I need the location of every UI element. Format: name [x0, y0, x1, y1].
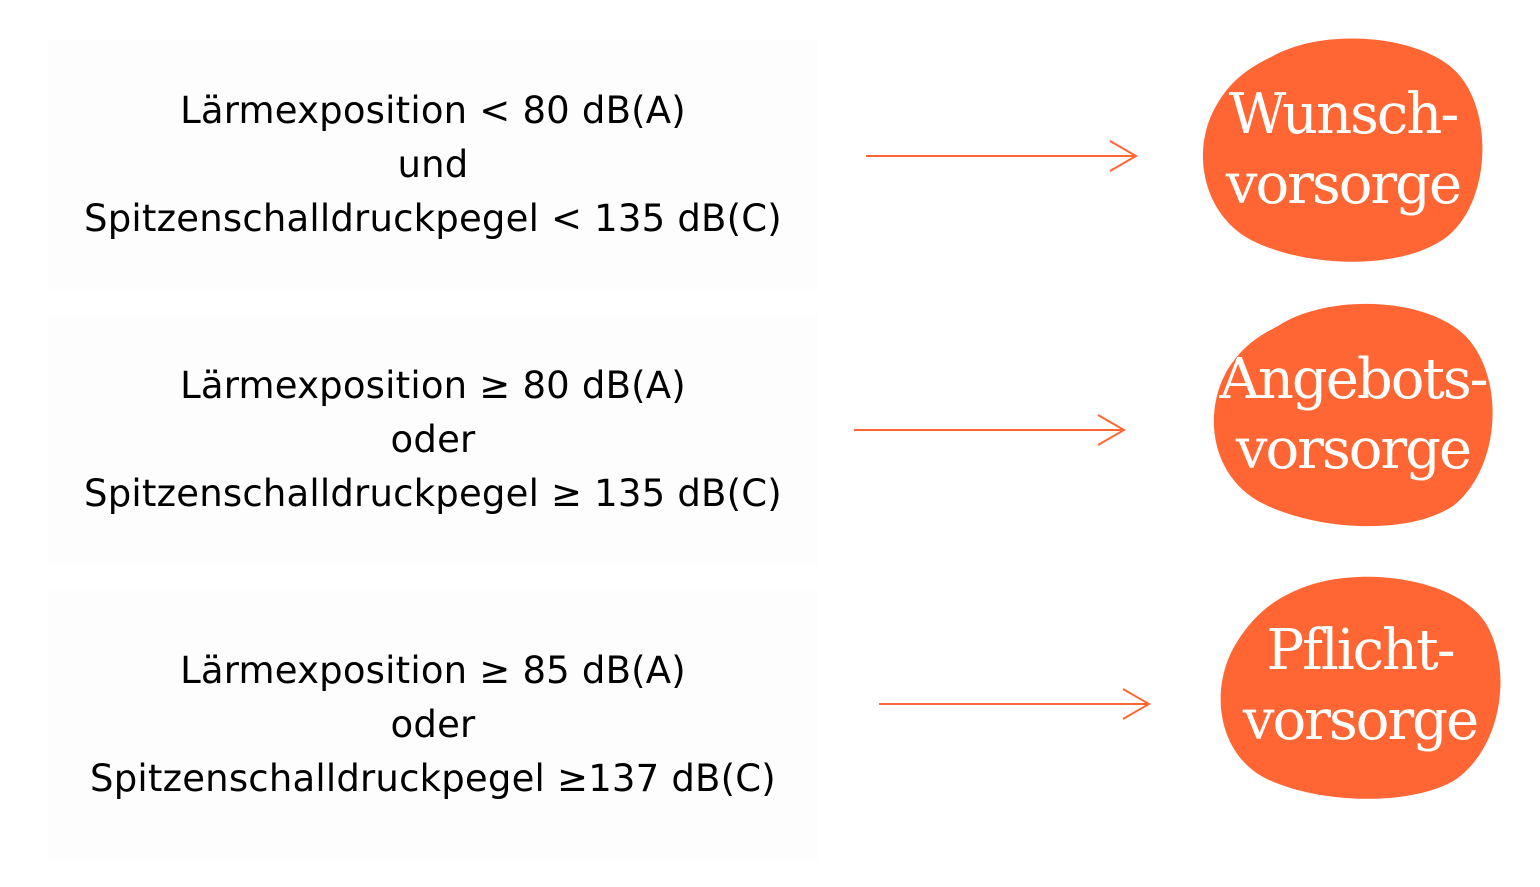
row-wunschvorsorge: Lärmexposition < 80 dB(A) und Spitzensch…	[0, 0, 1540, 295]
condition-box: Lärmexposition < 80 dB(A) und Spitzensch…	[48, 40, 818, 290]
result-blob: Wunsch- vorsorge	[1198, 36, 1488, 264]
condition-line-peak: Spitzenschalldruckpegel ≥ 135 dB(C)	[84, 472, 782, 515]
result-label-line-2: vorsorge	[1242, 688, 1479, 753]
arrow-icon	[866, 140, 1139, 172]
result-blob: Pflicht- vorsorge	[1215, 572, 1505, 800]
arrow-icon	[879, 688, 1152, 720]
row-angebotsvorsorge: Lärmexposition ≥ 80 dB(A) oder Spitzensc…	[0, 295, 1540, 580]
condition-line-exposure: Lärmexposition ≥ 85 dB(A)	[180, 649, 686, 692]
condition-box: Lärmexposition ≥ 80 dB(A) oder Spitzensc…	[48, 315, 818, 565]
blob-shape	[1202, 38, 1483, 262]
row-pflichtvorsorge: Lärmexposition ≥ 85 dB(A) oder Spitzensc…	[0, 576, 1540, 880]
condition-line-exposure: Lärmexposition < 80 dB(A)	[180, 89, 686, 132]
result-label-line-1: Pflicht-	[1266, 618, 1455, 683]
result-blob: Angebots- vorsorge	[1208, 301, 1498, 529]
result-label-line-2: vorsorge	[1225, 152, 1462, 217]
blob-shape	[1220, 576, 1501, 799]
condition-line-peak: Spitzenschalldruckpegel ≥137 dB(C)	[90, 757, 776, 800]
result-label-line-1: Wunsch-	[1228, 82, 1460, 147]
result-label: Pflicht- vorsorge	[1215, 572, 1505, 800]
result-label: Wunsch- vorsorge	[1198, 36, 1488, 264]
result-label-line-1: Angebots-	[1219, 347, 1488, 412]
condition-line-peak: Spitzenschalldruckpegel < 135 dB(C)	[84, 197, 782, 240]
condition-connector: oder	[390, 418, 476, 461]
result-label: Angebots- vorsorge	[1208, 301, 1498, 529]
condition-line-exposure: Lärmexposition ≥ 80 dB(A)	[180, 364, 686, 407]
blob-shape	[1213, 303, 1493, 527]
condition-connector: und	[397, 143, 469, 186]
result-label-line-2: vorsorge	[1235, 417, 1472, 482]
condition-connector: oder	[390, 703, 476, 746]
arrow-icon	[854, 414, 1127, 446]
condition-box: Lärmexposition ≥ 85 dB(A) oder Spitzensc…	[48, 590, 818, 860]
